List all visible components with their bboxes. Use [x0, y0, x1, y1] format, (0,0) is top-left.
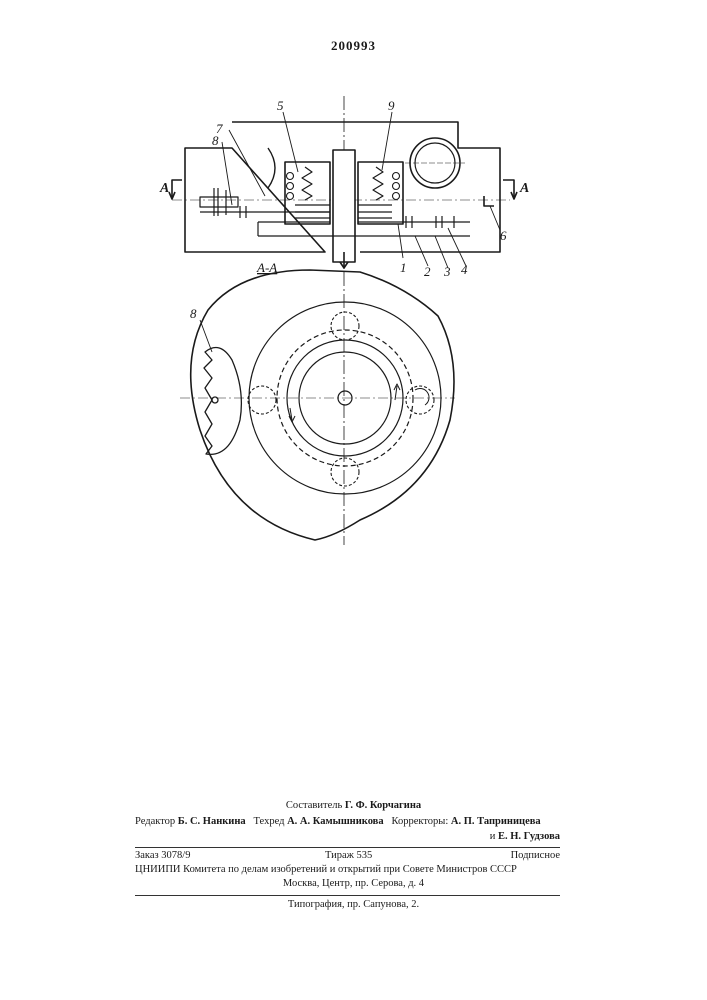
- callout-9: 9: [388, 98, 395, 113]
- callout-1: 1: [400, 260, 407, 275]
- callout-4: 4: [461, 262, 468, 277]
- corrector-1: А. П. Таприницева: [451, 816, 541, 827]
- callout-6: 6: [500, 228, 507, 243]
- drum-top-right: [405, 138, 465, 188]
- right-clutch-assembly: [358, 162, 403, 224]
- planet-gears: [248, 312, 434, 486]
- editor-label: Редактор: [135, 816, 175, 827]
- order-number: Заказ 3078/9: [135, 850, 190, 861]
- callout-8-section: 8: [190, 306, 197, 321]
- compiler-label: Составитель: [286, 800, 342, 811]
- printer-line: Типография, пр. Сапунова, 2.: [0, 899, 707, 910]
- compiler-name: Г. Ф. Корчагина: [345, 800, 421, 811]
- subscription: Подписное: [511, 850, 560, 861]
- techred-label: Техред: [254, 816, 285, 827]
- editor-name: Б. С. Нанкина: [178, 816, 246, 827]
- section-view-body: [180, 270, 455, 540]
- corrector-2: Е. Н. Гудзова: [498, 831, 560, 842]
- left-clutch-assembly: [268, 148, 330, 224]
- corrector-2-prefix: и: [490, 831, 496, 842]
- divider-2: [135, 895, 560, 896]
- circulation: Тираж 535: [325, 850, 372, 861]
- technical-drawing: 5 9 7 8 1 2 3 4 6 A A А-А 8: [0, 0, 707, 560]
- correctors-label: Корректоры:: [391, 816, 448, 827]
- section-mark-left: [169, 180, 182, 199]
- section-letter-right: A: [519, 181, 529, 196]
- pawl-section-view: [200, 320, 241, 454]
- rotation-arrows: [289, 384, 429, 422]
- editors-line: Редактор Б. С. Нанкина Техред А. А. Камы…: [135, 816, 541, 827]
- callout-3: 3: [443, 264, 451, 279]
- divider-1: [135, 847, 560, 848]
- section-title: А-А: [256, 260, 277, 275]
- callout-5: 5: [277, 98, 284, 113]
- compiler-line: Составитель Г. Ф. Корчагина: [0, 800, 707, 811]
- org-line: ЦНИИПИ Комитета по делам изобретений и о…: [135, 864, 517, 875]
- callout-2: 2: [424, 264, 431, 279]
- address-line: Москва, Центр, пр. Серова, д. 4: [0, 878, 707, 889]
- section-letter-left: A: [159, 181, 169, 196]
- techred-name: А. А. Камышникова: [287, 816, 384, 827]
- callout-8-top: 8: [212, 133, 219, 148]
- corrector-2-line: и Е. Н. Гудзова: [490, 831, 560, 842]
- central-shaft: [333, 150, 355, 268]
